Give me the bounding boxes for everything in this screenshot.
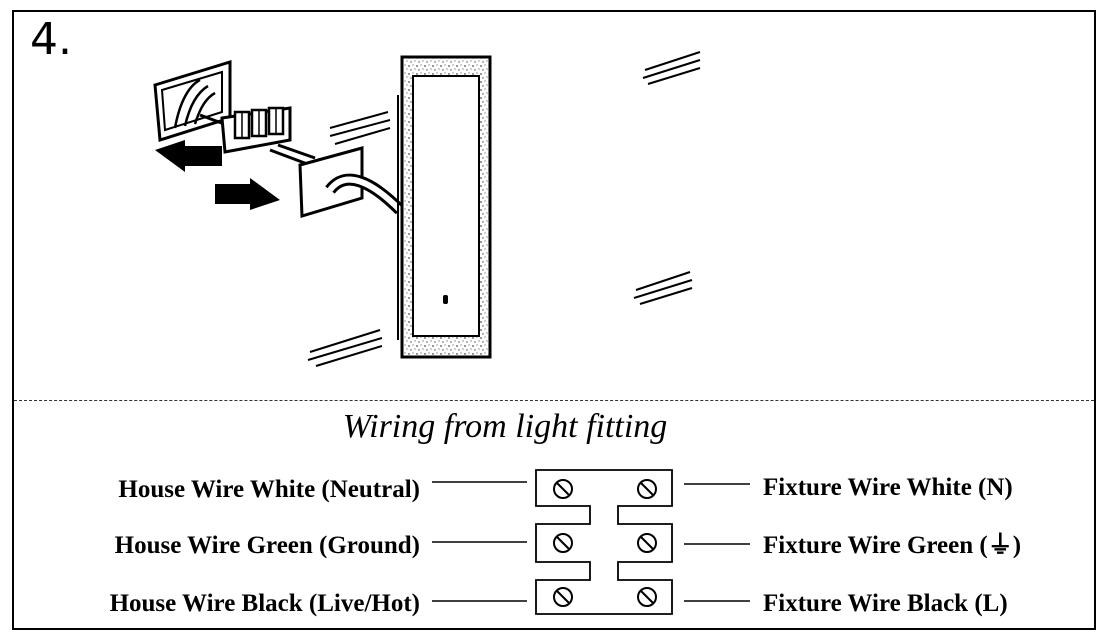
wiring-title: Wiring from light fitting	[342, 408, 668, 445]
arrow-right-icon	[215, 178, 280, 210]
touch-sensor-icon	[443, 295, 448, 304]
arrow-left-icon	[155, 140, 222, 172]
led-mirror	[397, 55, 492, 359]
section-divider	[14, 400, 1094, 401]
house-wire-black-label: House Wire Black (Live/Hot)	[109, 590, 420, 617]
fixture-wire-white-label: Fixture Wire White (N)	[763, 474, 1013, 501]
wire-connector-block	[220, 106, 316, 167]
glass-glare-lines	[307, 51, 701, 367]
mounting-plate	[298, 146, 405, 218]
installation-illustration	[153, 51, 701, 367]
diagram-frame	[12, 10, 1096, 630]
fixture-wire-black-label: Fixture Wire Black (L)	[763, 590, 1008, 617]
house-wire-green-label: House Wire Green (Ground)	[114, 532, 420, 559]
house-wire-white-label: House Wire White (Neutral)	[118, 476, 420, 503]
fixture-wire-green-label: Fixture Wire Green (⏚)	[763, 532, 1022, 559]
step-number: 4.	[30, 14, 72, 65]
